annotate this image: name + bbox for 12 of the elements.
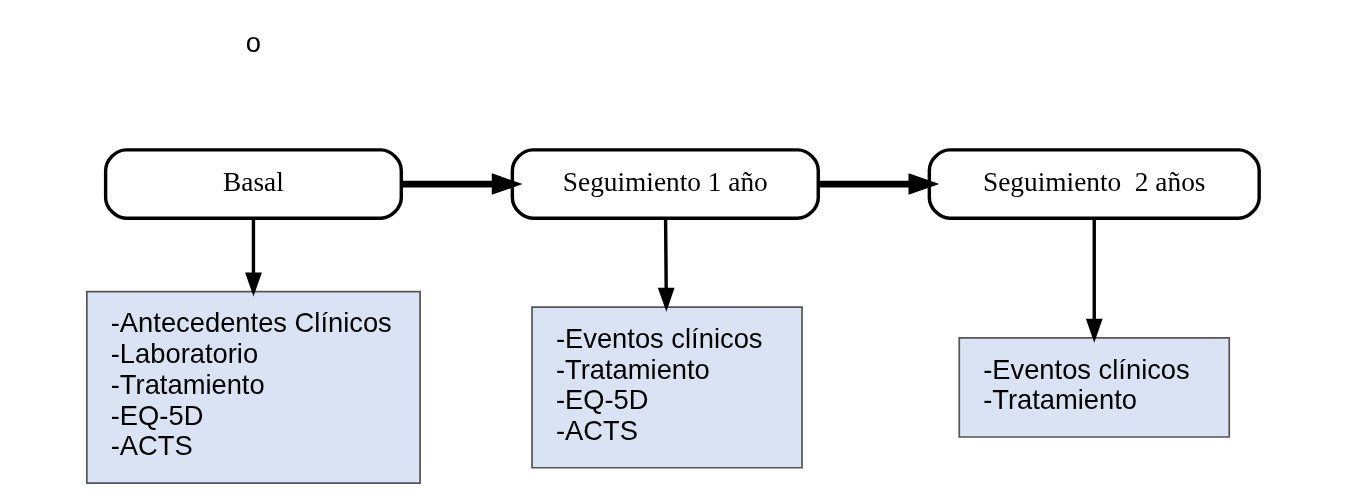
arrow: [1085, 218, 1103, 343]
node-box: -Eventos clínicos -Tratamiento: [957, 337, 1230, 438]
arrow: [657, 218, 675, 312]
label: o: [245, 27, 261, 59]
node-box: -Eventos clínicos -Tratamiento -EQ-5D -ACTS: [530, 306, 803, 469]
node-box: Seguimiento 2 años: [927, 148, 1261, 220]
node-box: Basal: [103, 148, 403, 220]
arrow: [400, 173, 523, 195]
arrow: [244, 218, 262, 297]
node-box: -Antecedentes Clínicos -Laboratorio -Tratamiento -EQ-5D -ACTS: [85, 290, 421, 484]
node-box: Seguimiento 1 año: [510, 148, 820, 220]
arrow: [818, 173, 939, 195]
